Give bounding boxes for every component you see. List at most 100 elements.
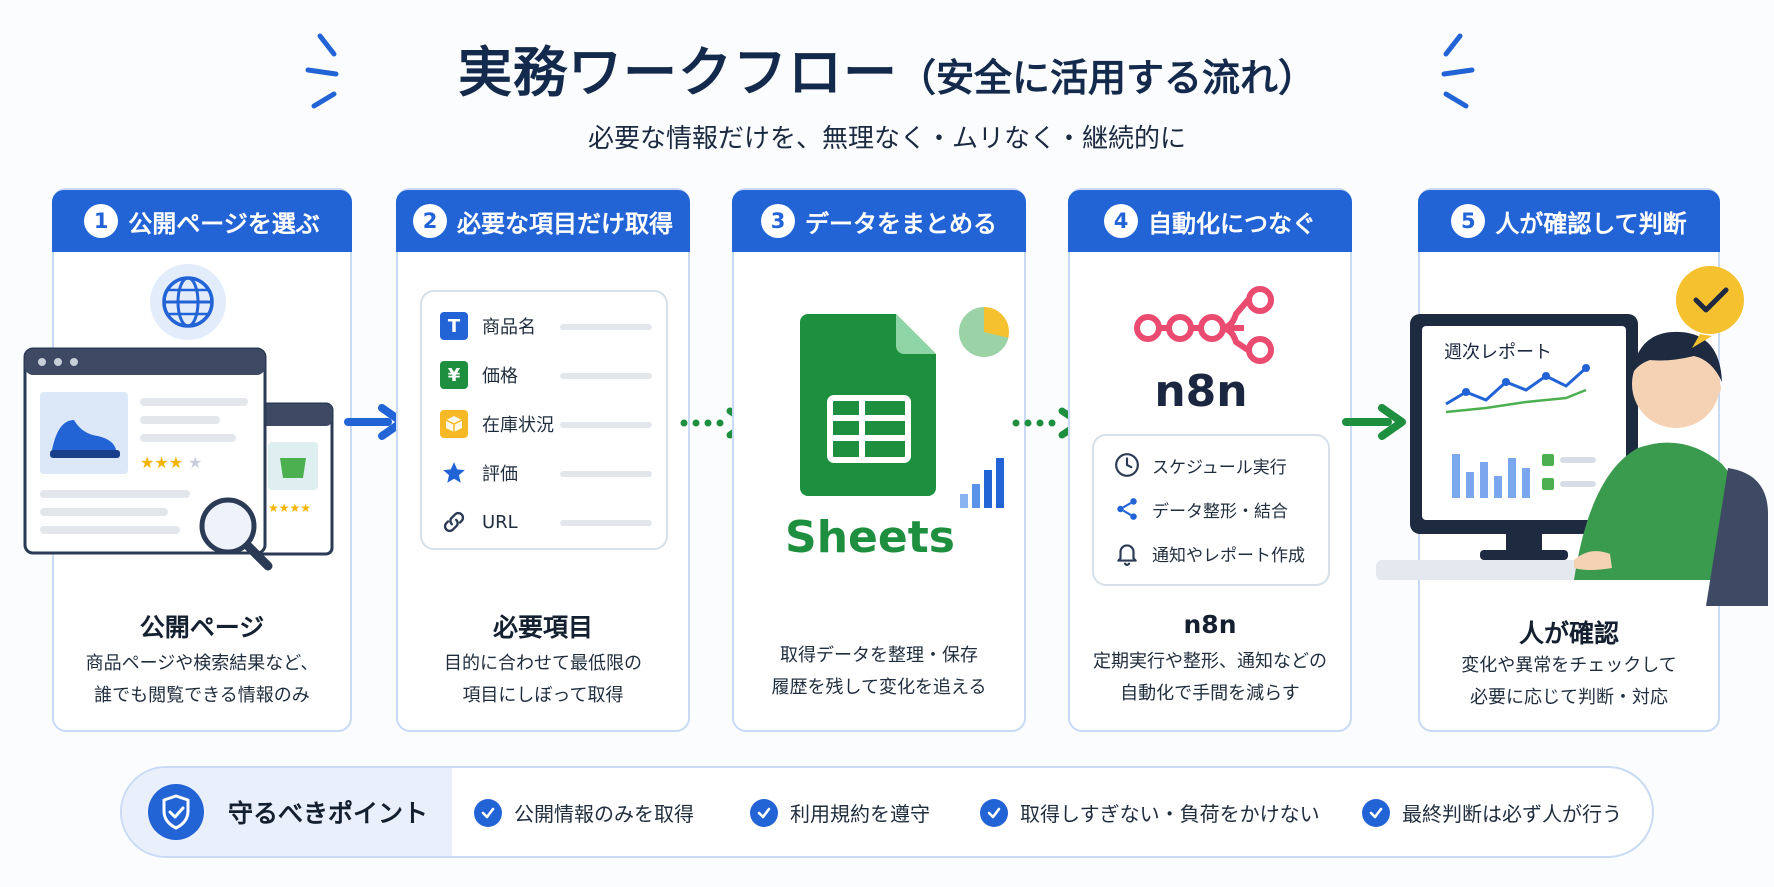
page-title-main: 実務ワークフロー [457,41,898,104]
star-icon [440,459,468,487]
bell-icon [1117,544,1137,566]
check-icon [1362,798,1390,827]
step-desc-5-line-1: 変化や異常をチェックして [1461,655,1677,676]
field-item-2: ¥ 価格 [440,361,518,389]
field-label-1: 商品名 [482,317,536,338]
box-icon [440,410,468,438]
link-icon [440,508,468,536]
step-desc-3-line-2: 履歴を残して変化を追える [771,677,987,698]
step-title-5: 人が確認 [1518,619,1619,648]
check-icon [474,798,502,827]
page-title-paren: （安全に活用する流れ） [897,56,1316,100]
rules-title: 守るべきポイント [228,799,429,828]
rule-label-2: 利用規約を遵守 [790,802,930,826]
check-icon [980,798,1008,827]
step-number-5: 5 [1451,204,1486,238]
step-header-5: 5 人が確認して判断 [1418,190,1720,252]
sparkle-left-icon [305,33,339,109]
step-desc-1-line-1: 商品ページや検索結果など、 [85,653,319,674]
person-reviewing-illustration [1376,266,1768,606]
svg-text:★★★★: ★★★★ [268,501,311,515]
page-subtitle: 必要な情報だけを、無理なく・ムリなく・継続的に [587,124,1186,154]
check-icon [750,798,778,827]
step-desc-2: 目的に合わせて最低限の 項目にしぼって取得 [398,648,688,712]
rule-label-3: 取得しすぎない・負荷をかけない [1020,802,1320,826]
step-number-2: 2 [413,204,447,238]
step-header-1: 1 公開ページを選ぶ [52,190,352,252]
flow-arrow-4 [1342,404,1406,440]
field-label-4: 評価 [482,464,518,485]
step-number-4: 4 [1104,204,1138,238]
share-icon [1117,498,1137,520]
step-number-1: 1 [84,204,119,238]
step-desc-2-line-2: 項目にしぼって取得 [462,685,624,706]
step-number-3: 3 [761,204,795,238]
step-desc-3-line-1: 取得データを整理・保存 [780,645,978,666]
rule-label-1: 公開情報のみを取得 [514,802,694,826]
n8n-feature-label-2: データ整形・結合 [1152,501,1288,522]
field-list: T 商品名 ¥ 価格 在庫状況 評価 URL [420,290,668,550]
field-label-2: 価格 [482,366,518,387]
yen-icon: ¥ [440,361,468,389]
rule-label-4: 最終判断は必ず人が行う [1402,802,1622,826]
field-line-5 [560,520,652,526]
field-item-4: 評価 [440,459,518,487]
n8n-feature-1: スケジュール実行 [1114,452,1287,478]
n8n-feature-list: スケジュール実行 データ整形・結合 通知やレポート作成 [1092,434,1330,586]
sheets-label: Sheets [785,512,955,563]
step-title-2: 必要項目 [492,613,593,642]
n8n-feature-label-3: 通知やレポート作成 [1152,545,1305,566]
sparkle-right-icon [1441,33,1475,109]
field-item-3: 在庫状況 [440,410,554,438]
field-line-1 [560,324,652,330]
field-line-4 [560,471,652,477]
field-item-1: T 商品名 [440,312,536,340]
step-title-4: n8n [1183,610,1237,639]
svg-text:★: ★ [188,453,202,472]
step-header-2: 2 必要な項目だけ取得 [396,190,690,252]
n8n-feature-2: データ整形・結合 [1114,496,1288,522]
rule-item-2: 利用規約を遵守 [750,798,930,827]
rules-bar: 守るべきポイント 公開情報のみを取得 利用規約を遵守 取得しすぎない・負荷をかけ… [120,766,1654,858]
step-desc-3: 取得データを整理・保存 履歴を残して変化を追える [734,640,1024,704]
step-label-5: 人が確認して判断 [1495,209,1687,238]
rule-item-4: 最終判断は必ず人が行う [1362,798,1622,827]
field-label-5: URL [482,511,518,533]
step-label-3: データをまとめる [805,209,997,238]
globe-icon [150,264,226,340]
sheets-document-icon [800,314,936,496]
field-line-2 [560,373,652,379]
step-desc-4-line-1: 定期実行や整形、通知などの [1093,651,1327,672]
n8n-logo-text: n8n [1154,366,1248,417]
n8n-logo-icon [1134,286,1274,364]
field-label-3: 在庫状況 [482,415,554,436]
step-label-4: 自動化につなぐ [1148,209,1316,238]
report-title: 週次レポート [1444,342,1552,363]
text-icon: T [440,312,468,340]
step-label-2: 必要な項目だけ取得 [457,209,673,238]
field-item-5: URL [440,508,518,536]
pie-chart-icon [957,305,1011,359]
step-desc-1: 商品ページや検索結果など、 誰でも閲覧できる情報のみ [54,648,350,712]
step-desc-4-line-2: 自動化で手間を減らす [1120,683,1300,704]
shield-icon [148,784,204,840]
bar-chart-icon [960,458,1004,508]
step-header-3: 3 データをまとめる [732,190,1026,252]
page-title: 実務ワークフロー（安全に活用する流れ） [0,28,1774,107]
webpage-illustration: ★★★★ ★★★ ★ [23,347,334,571]
step-label-1: 公開ページを選ぶ [128,209,320,238]
step-desc-4: 定期実行や整形、通知などの 自動化で手間を減らす [1070,646,1350,710]
step-header-4: 4 自動化につなぐ [1068,190,1352,252]
clock-icon [1115,453,1139,477]
n8n-feature-3: 通知やレポート作成 [1114,540,1305,566]
step-desc-2-line-1: 目的に合わせて最低限の [444,653,642,674]
svg-text:★★★: ★★★ [140,453,183,472]
n8n-feature-label-1: スケジュール実行 [1152,457,1287,478]
rules-header: 守るべきポイント [122,768,452,856]
step-desc-1-line-2: 誰でも閲覧できる情報のみ [94,685,310,706]
field-line-3 [560,422,652,428]
step-desc-5-line-2: 必要に応じて判断・対応 [1470,687,1668,708]
rule-item-3: 取得しすぎない・負荷をかけない [980,798,1320,827]
rule-item-1: 公開情報のみを取得 [474,798,694,827]
step-desc-5: 変化や異常をチェックして 必要に応じて判断・対応 [1420,650,1718,714]
